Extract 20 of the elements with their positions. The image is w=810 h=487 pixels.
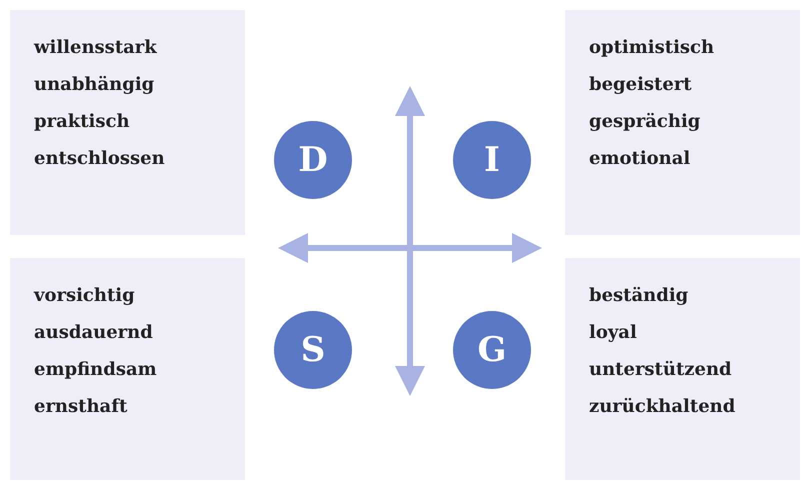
letter-circle: S — [274, 311, 352, 389]
trait-word: empfindsam — [34, 360, 157, 380]
trait-word: emotional — [589, 149, 690, 169]
trait-word: gesprächig — [589, 112, 700, 132]
trait-word: praktisch — [34, 112, 130, 132]
trait-word: unabhängig — [34, 75, 154, 95]
trait-word: willensstark — [34, 38, 157, 58]
trait-word: ausdauernd — [34, 323, 153, 343]
trait-word: unterstützend — [589, 360, 732, 380]
letter-circle: D — [274, 121, 352, 199]
letter-circle: I — [453, 121, 531, 199]
trait-word: vorsichtig — [34, 286, 135, 306]
trait-word: optimistisch — [589, 38, 714, 58]
trait-word: begeistert — [589, 75, 692, 95]
trait-word: beständig — [589, 286, 688, 306]
trait-word: entschlossen — [34, 149, 165, 169]
trait-word: loyal — [589, 323, 637, 343]
trait-word: zurückhaltend — [589, 397, 736, 417]
letter-circle: G — [453, 311, 531, 389]
trait-word: ernsthaft — [34, 397, 128, 417]
